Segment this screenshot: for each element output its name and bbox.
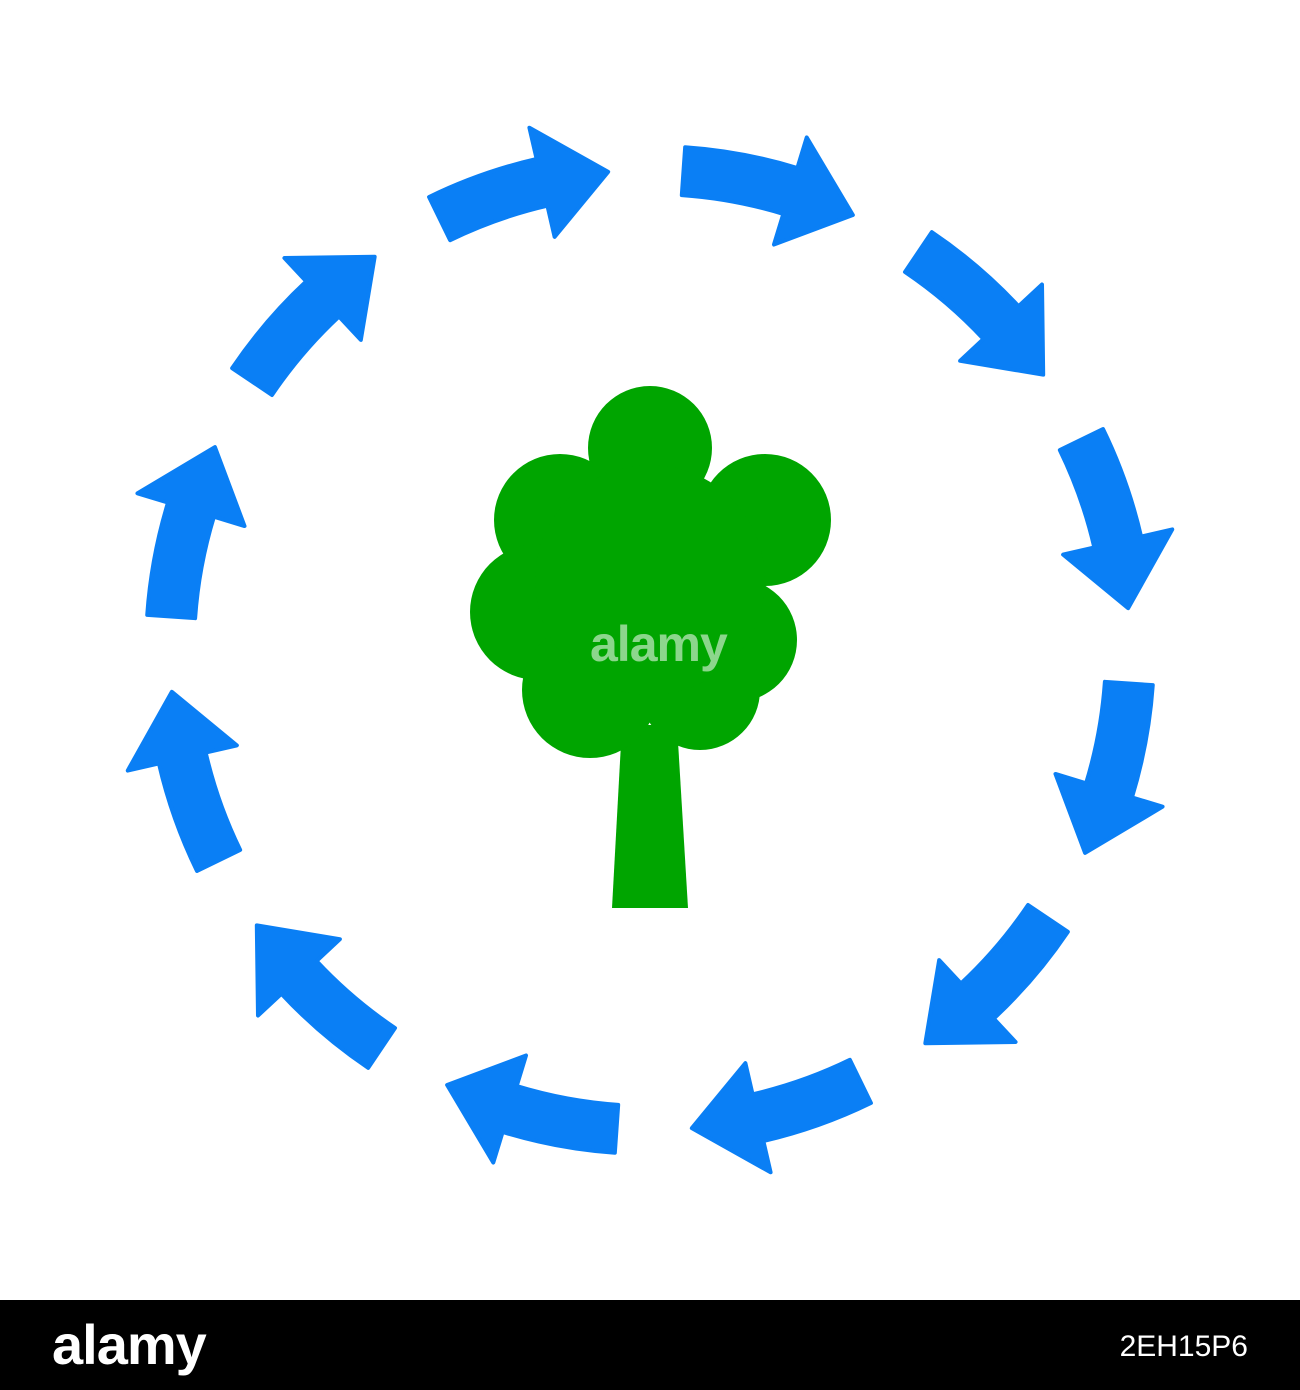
- tree-trunk: [612, 725, 688, 908]
- cycle-arrow: [135, 445, 247, 621]
- cycle-arrow: [254, 923, 398, 1070]
- alamy-logo: alamy: [52, 1313, 207, 1376]
- cycle-illustration: [125, 125, 1175, 1175]
- circular-arrows-icon: [125, 125, 1175, 1175]
- cycle-arrow: [230, 254, 377, 398]
- cycle-arrow: [1053, 679, 1165, 855]
- illustration: alamy: [125, 125, 1175, 1175]
- cycle-arrow: [445, 1053, 621, 1165]
- cycle-arrow: [902, 230, 1046, 377]
- cycle-arrow: [679, 135, 855, 247]
- cycle-arrow: [689, 1057, 873, 1175]
- cycle-arrow: [923, 902, 1070, 1046]
- cycle-arrow: [427, 125, 611, 243]
- watermark-text: alamy: [590, 616, 728, 672]
- cycle-arrow: [1057, 427, 1175, 611]
- cycle-arrow: [125, 689, 243, 873]
- tree-canopy: [470, 386, 831, 758]
- image-id: 2EH15P6: [1119, 1330, 1248, 1363]
- tree-icon: [470, 386, 831, 908]
- footer-bar: alamy 2EH15P6: [0, 1300, 1300, 1390]
